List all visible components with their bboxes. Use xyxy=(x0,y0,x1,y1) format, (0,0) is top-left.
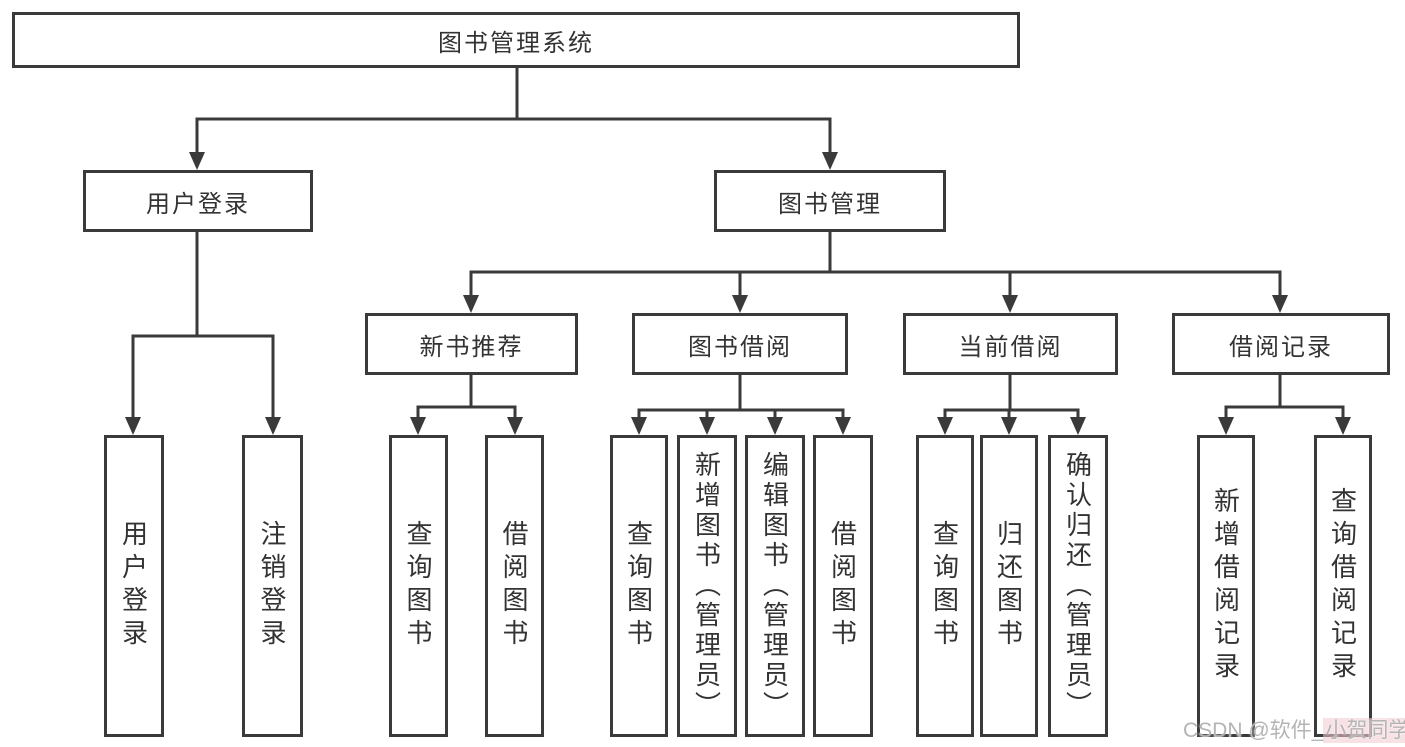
arrow-down-icon xyxy=(631,417,647,435)
node-leaf-bb-add-book: 新增图书（管理员） xyxy=(677,435,737,737)
arrow-down-icon xyxy=(1070,417,1086,435)
node-book-mgmt: 图书管理 xyxy=(714,170,946,232)
node-leaf-cb-confirm-return-label: 确认归还（管理员） xyxy=(1062,451,1093,721)
node-new-book-rec-label: 新书推荐 xyxy=(419,333,524,361)
node-leaf-bb-query-book: 查询图书 xyxy=(610,435,668,737)
node-leaf-bb-query-book-label: 查询图书 xyxy=(623,520,654,652)
csdn-watermark-prefix: CSDN @软件_ xyxy=(1183,719,1324,742)
node-leaf-cb-return-book-label: 归还图书 xyxy=(993,520,1024,652)
arrow-down-icon xyxy=(125,417,141,435)
node-leaf-nbr-borrow-book-label: 借阅图书 xyxy=(499,520,529,652)
node-leaf-cb-query-book: 查询图书 xyxy=(916,435,974,737)
arrow-down-icon xyxy=(1335,417,1351,435)
node-leaf-bb-add-book-label: 新增图书（管理员） xyxy=(691,451,722,721)
connector-bookmgmt-to-level3 xyxy=(469,232,1282,300)
node-leaf-bb-borrow-book: 借阅图书 xyxy=(813,435,873,737)
node-user-login-group: 用户登录 xyxy=(83,170,313,232)
arrow-down-icon xyxy=(1002,295,1018,313)
arrow-down-icon xyxy=(410,417,426,435)
arrow-down-icon xyxy=(937,417,953,435)
arrow-down-icon xyxy=(1272,295,1288,313)
connector-borrowrecord-to-children xyxy=(1224,375,1345,422)
node-leaf-cb-query-book-label: 查询图书 xyxy=(929,520,960,652)
node-leaf-br-add-record-label: 新增借阅记录 xyxy=(1210,487,1241,685)
arrow-down-icon xyxy=(463,295,479,313)
arrow-down-icon xyxy=(732,295,748,313)
node-leaf-cb-confirm-return: 确认归还（管理员） xyxy=(1048,435,1108,737)
node-leaf-nbr-query-book: 查询图书 xyxy=(389,435,448,737)
arrow-down-icon xyxy=(265,417,281,435)
csdn-watermark: CSDN @软件_小贺同学 xyxy=(1183,714,1405,744)
node-new-book-rec: 新书推荐 xyxy=(365,313,578,375)
node-root: 图书管理系统 xyxy=(12,12,1020,68)
arrow-down-icon xyxy=(507,417,523,435)
connector-currentborrow-to-children xyxy=(943,375,1080,422)
arrow-down-icon xyxy=(189,152,205,170)
node-leaf-nbr-query-book-label: 查询图书 xyxy=(403,520,433,652)
node-root-label: 图书管理系统 xyxy=(438,29,594,57)
csdn-watermark-suffix: 小贺同学 xyxy=(1323,718,1405,743)
arrow-down-icon xyxy=(822,152,838,170)
node-leaf-cb-return-book: 归还图书 xyxy=(980,435,1038,737)
node-book-borrow-label: 图书借阅 xyxy=(688,333,792,361)
node-user-login-group-label: 用户登录 xyxy=(146,190,250,218)
node-leaf-bb-borrow-book-label: 借阅图书 xyxy=(827,520,858,652)
arrow-down-icon xyxy=(699,417,715,435)
node-leaf-br-query-record: 查询借阅记录 xyxy=(1314,435,1372,737)
node-leaf-logout: 注销登录 xyxy=(242,435,303,737)
connector-userlogin-to-children xyxy=(131,232,275,421)
connector-root-to-level2 xyxy=(195,68,832,159)
node-book-mgmt-label: 图书管理 xyxy=(778,190,882,218)
arrow-down-icon xyxy=(767,417,783,435)
connector-newbookrec-to-children xyxy=(416,375,517,422)
arrow-down-icon xyxy=(1218,417,1234,435)
node-leaf-bb-edit-book-label: 编辑图书（管理员） xyxy=(759,451,790,721)
node-leaf-br-query-record-label: 查询借阅记录 xyxy=(1327,487,1358,685)
node-leaf-bb-edit-book: 编辑图书（管理员） xyxy=(745,435,805,737)
node-borrow-record: 借阅记录 xyxy=(1172,313,1390,375)
node-current-borrow-label: 当前借阅 xyxy=(958,333,1063,361)
node-leaf-nbr-borrow-book: 借阅图书 xyxy=(485,435,544,737)
node-borrow-record-label: 借阅记录 xyxy=(1229,333,1333,361)
node-current-borrow: 当前借阅 xyxy=(903,313,1118,375)
node-book-borrow: 图书借阅 xyxy=(632,313,848,375)
node-leaf-br-add-record: 新增借阅记录 xyxy=(1197,435,1255,737)
arrow-down-icon xyxy=(1001,417,1017,435)
arrow-down-icon xyxy=(835,417,851,435)
node-leaf-logout-label: 注销登录 xyxy=(257,520,287,652)
node-leaf-user-login: 用户登录 xyxy=(104,435,164,737)
connector-bookborrow-to-children xyxy=(637,375,845,422)
node-leaf-user-login-label: 用户登录 xyxy=(118,520,149,652)
